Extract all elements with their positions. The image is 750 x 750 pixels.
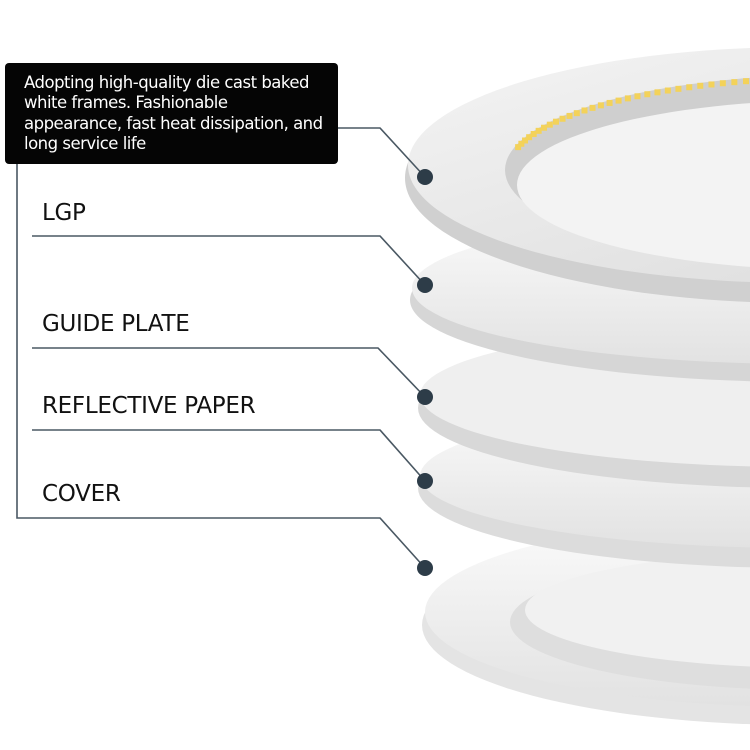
cover-layer [422, 517, 750, 725]
led-chip [597, 102, 604, 109]
led-chip [566, 112, 573, 119]
led-chip [535, 127, 542, 134]
led-chip [541, 124, 548, 131]
label-guide-plate: GUIDE PLATE [42, 311, 190, 337]
guide-plate-dot [417, 389, 433, 405]
led-chip [559, 115, 566, 122]
led-chip [664, 87, 671, 94]
led-chip [719, 80, 726, 87]
led-chip [526, 134, 533, 141]
led-chip [606, 99, 613, 106]
callout-lines [16, 127, 426, 569]
label-lgp: LGP [42, 200, 86, 226]
led-chip [644, 91, 651, 98]
led-chip [654, 89, 661, 96]
led-chip [518, 140, 525, 147]
callout-dots [417, 169, 433, 576]
frame-dot [417, 169, 433, 185]
led-chip [589, 104, 596, 111]
label-cover: COVER [42, 481, 121, 507]
led-chip [552, 118, 559, 125]
frame-description-box: Adopting high-quality die cast baked whi… [5, 63, 338, 164]
led-chip [573, 110, 580, 117]
cover-dot [417, 560, 433, 576]
led-chip [743, 78, 750, 85]
led-chip [546, 121, 553, 128]
label-reflective-paper: REFLECTIVE PAPER [42, 393, 256, 419]
led-chip [731, 79, 738, 86]
led-chip [615, 97, 622, 104]
led-chip [624, 95, 631, 102]
led-chip [675, 85, 682, 92]
lgp-dot [417, 277, 433, 293]
led-chip [697, 82, 704, 89]
led-chip [530, 130, 537, 137]
led-strip [515, 78, 750, 151]
led-chip [708, 81, 715, 88]
led-chip [522, 137, 529, 144]
led-chip [581, 107, 588, 114]
led-chip [634, 93, 641, 100]
frame-layer [405, 47, 750, 302]
reflective-paper-dot [417, 473, 433, 489]
led-chip [686, 84, 693, 91]
led-chip [515, 144, 522, 151]
